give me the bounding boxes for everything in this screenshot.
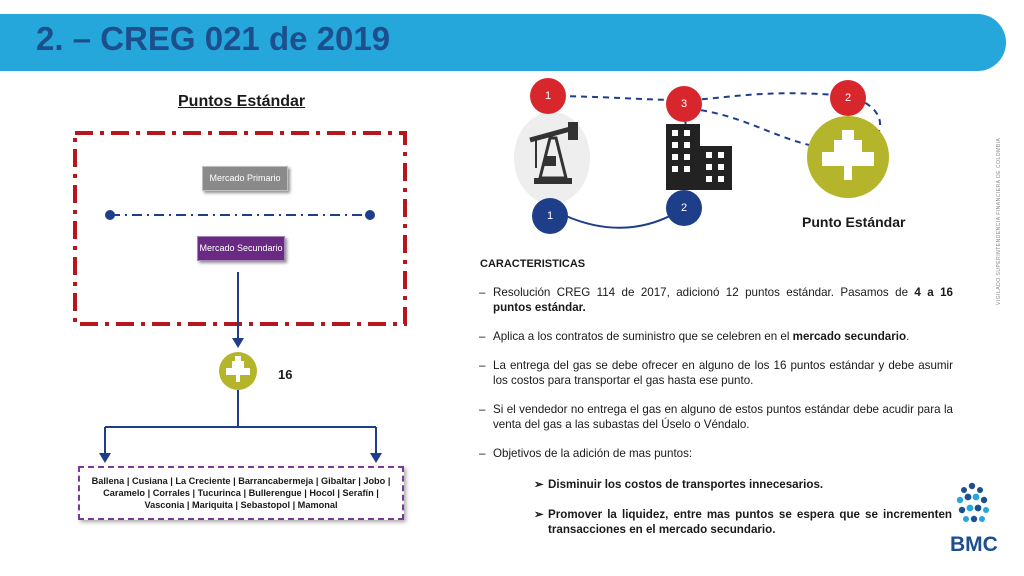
valve-icon-small bbox=[219, 352, 257, 390]
sub-bullet-disminuir: ➢ Disminuir los costos de transportes in… bbox=[534, 477, 952, 492]
bullet-resolucion-bold: 4 a 16 puntos estándar. bbox=[493, 286, 954, 314]
building-icon bbox=[666, 124, 732, 190]
market-frame bbox=[73, 131, 407, 326]
badge-red-3: 3 bbox=[666, 86, 702, 122]
towns-list: Ballena | Cusiana | La Creciente | Barra… bbox=[91, 476, 391, 510]
sub-bullet-promover: ➢ Promover la liquidez, entre mas puntos… bbox=[534, 507, 952, 537]
bullet-aplica-end: . bbox=[906, 330, 910, 343]
mercado-primario-box: Mercado Primario bbox=[202, 166, 288, 191]
bullet-resolucion-text: Resolución CREG 114 de 2017, adicionó 12… bbox=[493, 286, 915, 299]
slide-title: 2. – CREG 021 de 2019 bbox=[36, 20, 391, 57]
bullet-vendedor: Si el vendedor no entrega el gas en algu… bbox=[479, 402, 953, 432]
mercado-secundario-box: Mercado Secundario bbox=[197, 236, 285, 261]
puntos-count: 16 bbox=[278, 367, 293, 382]
sub-bullet-promover-text: Promover la liquidez, entre mas puntos s… bbox=[548, 508, 952, 536]
badge-red-2: 2 bbox=[830, 80, 866, 116]
bullet-aplica: Aplica a los contratos de suministro que… bbox=[479, 329, 953, 344]
puntos-estandar-heading: Puntos Estándar bbox=[178, 93, 306, 110]
punto-estandar-valve-icon bbox=[807, 116, 889, 198]
oil-pump-icon bbox=[514, 112, 590, 204]
route-dashed-path bbox=[547, 92, 881, 152]
badge-blue-2: 2 bbox=[666, 190, 702, 226]
badge-red-1: 1 bbox=[530, 78, 566, 114]
badge-blue-1: 1 bbox=[532, 198, 568, 234]
bullet-entrega: La entrega del gas se debe ofrecer en al… bbox=[479, 358, 953, 388]
arrow-head-right bbox=[370, 453, 382, 463]
arrow-bullet-icon: ➢ bbox=[534, 508, 544, 521]
bullet-aplica-text: Aplica a los contratos de suministro que… bbox=[493, 330, 793, 343]
divider-endpoint-right bbox=[365, 210, 375, 220]
towns-list-box: Ballena | Cusiana | La Creciente | Barra… bbox=[78, 466, 404, 520]
arrow-bullet-icon: ➢ bbox=[534, 478, 544, 491]
bullet-aplica-bold: mercado secundario bbox=[792, 330, 907, 343]
bullet-objetivos: Objetivos de la adición de mas puntos: bbox=[479, 446, 953, 461]
bullet-resolucion: Resolución CREG 114 de 2017, adicionó 12… bbox=[479, 285, 953, 315]
bmc-logo-icon bbox=[956, 482, 989, 523]
arrow-head-left bbox=[99, 453, 111, 463]
bmc-logo-text: BMC bbox=[950, 533, 998, 556]
sub-bullet-disminuir-text: Disminuir los costos de transportes inne… bbox=[548, 478, 824, 491]
caracteristicas-list: Resolución CREG 114 de 2017, adicionó 12… bbox=[479, 285, 953, 475]
divider-endpoint-left bbox=[105, 210, 115, 220]
vigilado-vertical-text: VIGILADO SUPERINTENDENCIA FINANCIERA DE … bbox=[996, 137, 1002, 305]
title-banner bbox=[0, 14, 1006, 71]
caracteristicas-title: CARACTERISTICAS bbox=[480, 258, 586, 270]
punto-estandar-label: Punto Estándar bbox=[802, 214, 906, 230]
arrow-head-valve bbox=[232, 338, 244, 348]
